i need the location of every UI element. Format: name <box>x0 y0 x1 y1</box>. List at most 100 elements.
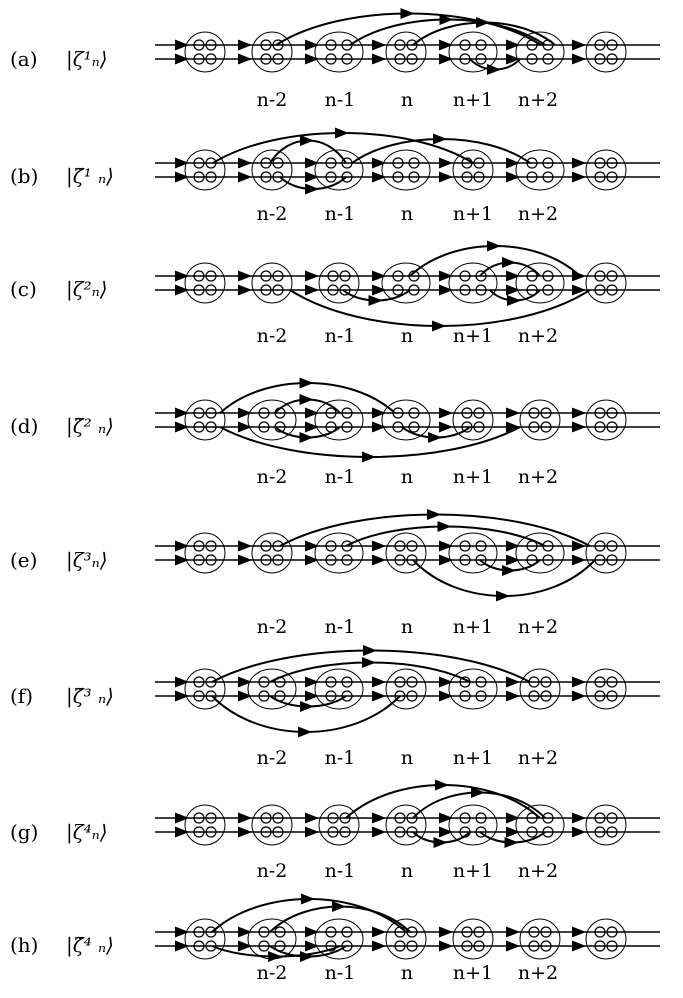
rail-arrow-e-0-3 <box>439 540 453 552</box>
rail-arrow-d-1-3 <box>439 421 453 433</box>
state-label-b: |ζ̃¹ ₙ⟩ <box>66 164 114 188</box>
site-e-6 <box>585 532 627 574</box>
rail-arrow-d-1-5 <box>572 421 586 433</box>
site-label-c-2: n <box>400 325 414 347</box>
rail-arrow-g-1-0 <box>238 826 252 838</box>
site-label-h-2: n <box>400 962 414 984</box>
state-label-e: |ζ³ₙ⟩ <box>66 548 108 572</box>
site-label-c-3: n+1 <box>452 325 494 347</box>
link-arrow-c-1 <box>502 257 516 268</box>
rail-arrow-h-1-3 <box>439 940 453 952</box>
rail-arrow-g-0-2 <box>372 812 386 824</box>
site-label-h-3: n+1 <box>452 962 494 984</box>
site-g-5 <box>515 804 565 846</box>
rail-arrow-g-0-4 <box>506 812 520 824</box>
rail-arrow-b-0-0 <box>238 157 252 169</box>
rail-arrow-h-0-1 <box>305 926 319 938</box>
rail-arrow-b-1-1 <box>305 171 319 183</box>
rail-arrow-h-1-1 <box>305 940 319 952</box>
site-label-e-3: n+1 <box>452 616 494 638</box>
site-label-f-4: n+2 <box>517 747 559 769</box>
site-label-h-1: n-1 <box>324 962 356 984</box>
rail-arrow-c-1-0 <box>238 284 252 296</box>
site-h-4 <box>452 918 494 960</box>
site-e-1 <box>251 532 293 574</box>
rail-arrow-h-0-in <box>175 926 189 938</box>
site-label-a-1: n-1 <box>324 89 356 111</box>
rail-arrow-h-0-2 <box>372 926 386 938</box>
rail-arrow-e-1-5 <box>572 554 586 566</box>
rail-arrow-g-1-5 <box>572 826 586 838</box>
site-label-g-3: n+1 <box>452 860 494 882</box>
site-label-d-4: n+2 <box>517 466 559 488</box>
rail-arrow-b-1-0 <box>238 171 252 183</box>
site-e-4 <box>448 532 498 574</box>
row-tag-h: (h) <box>10 933 39 957</box>
row-tag-f: (f) <box>10 684 34 708</box>
rail-arrow-c-1-4 <box>506 284 520 296</box>
site-label-e-1: n-1 <box>324 616 356 638</box>
site-f-1 <box>247 668 297 710</box>
site-label-a-2: n <box>400 89 414 111</box>
site-label-h-4: n+2 <box>517 962 559 984</box>
site-label-d-2: n <box>400 466 414 488</box>
site-g-0 <box>184 804 226 846</box>
rail-arrow-b-1-2 <box>372 171 386 183</box>
link-arrow-e-0 <box>427 509 441 520</box>
rail-arrow-a-1-5 <box>572 53 586 65</box>
site-label-g-2: n <box>400 860 414 882</box>
site-c-3 <box>381 262 431 304</box>
link-arrow-d-2 <box>362 451 376 463</box>
state-label-a: |ζ¹ₙ⟩ <box>66 47 108 71</box>
rail-arrow-g-0-in <box>175 812 189 824</box>
rail-arrow-f-1-1 <box>305 690 319 702</box>
site-label-b-4: n+2 <box>517 203 559 225</box>
rail-arrow-a-1-3 <box>439 53 453 65</box>
site-f-0 <box>184 668 226 710</box>
site-label-f-0: n-2 <box>256 747 288 769</box>
rail-arrow-b-1-in <box>175 171 189 183</box>
site-label-c-4: n+2 <box>517 325 559 347</box>
state-label-f: |ζ̃³ ₙ⟩ <box>66 684 114 708</box>
rail-arrow-b-0-5 <box>572 157 586 169</box>
link-arrow-b-2 <box>433 133 447 145</box>
site-b-5 <box>515 149 565 191</box>
site-a-1 <box>251 31 293 73</box>
rail-arrow-b-0-4 <box>506 157 520 169</box>
rail-arrow-d-1-0 <box>238 421 252 433</box>
site-d-4 <box>452 399 494 441</box>
rail-arrow-d-1-2 <box>372 421 386 433</box>
link-arrow-b-1 <box>300 135 314 146</box>
rail-arrow-g-0-1 <box>305 812 319 824</box>
rail-arrow-g-0-3 <box>439 812 453 824</box>
site-g-6 <box>585 804 627 846</box>
state-label-d: |ζ̃² ₙ⟩ <box>66 414 114 438</box>
rail-arrow-a-1-4 <box>506 53 520 65</box>
link-e-0 <box>279 513 591 547</box>
site-h-5 <box>519 918 561 960</box>
site-label-f-1: n-1 <box>324 747 356 769</box>
rail-arrow-b-1-5 <box>572 171 586 183</box>
site-b-4 <box>452 149 494 191</box>
rail-arrow-f-0-1 <box>305 676 319 688</box>
site-c-5 <box>515 262 565 304</box>
link-arrow-g-0 <box>435 779 449 791</box>
rail-arrow-b-0-1 <box>305 157 319 169</box>
site-e-3 <box>385 532 427 574</box>
rail-arrow-h-1-4 <box>506 940 520 952</box>
site-a-0 <box>184 31 226 73</box>
rail-arrow-c-0-1 <box>305 270 319 282</box>
rail-arrow-f-0-5 <box>572 676 586 688</box>
site-h-2 <box>314 918 364 960</box>
site-a-4 <box>448 31 498 73</box>
site-label-b-3: n+1 <box>452 203 494 225</box>
link-c-0 <box>409 245 581 277</box>
site-c-2 <box>318 262 360 304</box>
link-e-2 <box>412 559 596 597</box>
rail-arrow-h-1-5 <box>572 940 586 952</box>
site-c-0 <box>184 262 226 304</box>
link-arrow-a-3 <box>487 64 501 75</box>
rail-arrow-c-1-in <box>175 284 189 296</box>
site-label-b-0: n-2 <box>256 203 288 225</box>
rail-arrow-b-0-2 <box>372 157 386 169</box>
